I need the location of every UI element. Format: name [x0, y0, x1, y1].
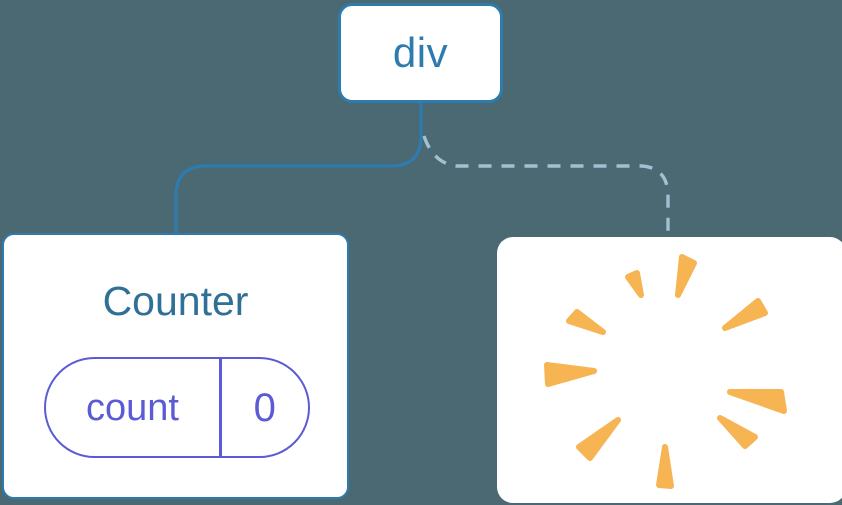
state-pill-divider: [219, 359, 222, 456]
dashed-connector-line: [422, 135, 670, 238]
state-pill: count 0: [44, 357, 310, 458]
root-node-label: div: [392, 29, 449, 76]
poof-burst-icon: [544, 254, 787, 489]
counter-card-title: Counter: [102, 278, 249, 324]
counter-card: Counter count 0: [2, 233, 349, 499]
solid-connector-line: [174, 103, 423, 234]
state-value-label: 0: [253, 385, 276, 430]
state-key-label: count: [86, 386, 179, 429]
removed-card: [497, 237, 842, 503]
root-node: div: [338, 3, 503, 103]
